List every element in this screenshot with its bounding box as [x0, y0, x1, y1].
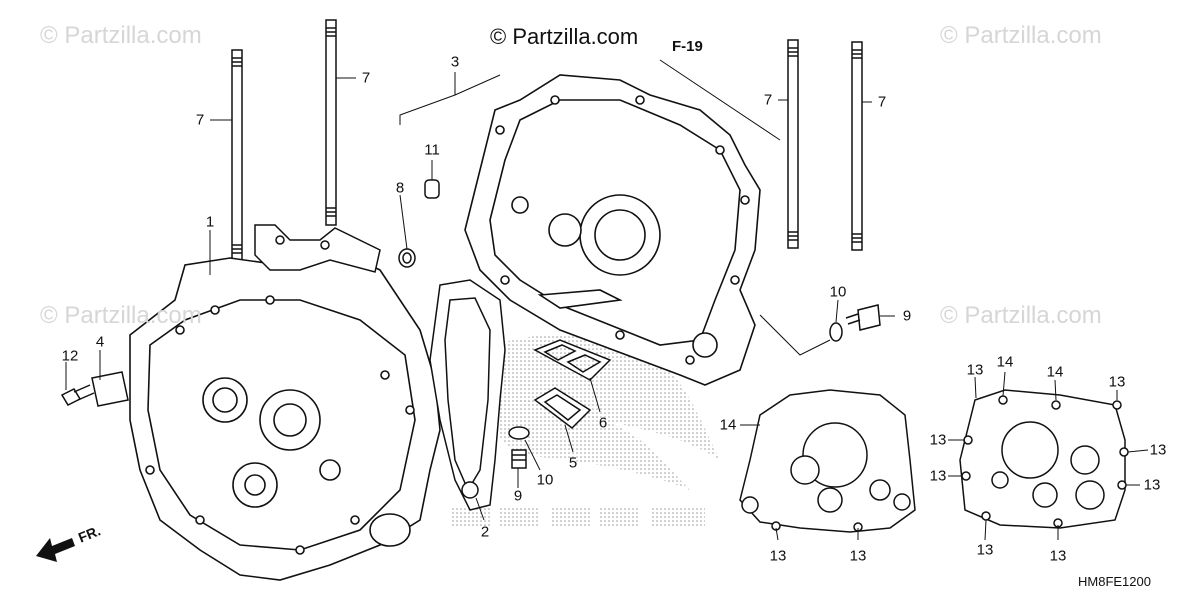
callout-14-a: 14 — [719, 416, 737, 434]
callout-13-c: 13 — [966, 361, 984, 379]
callout-11: 11 — [424, 141, 440, 159]
watermark-top-right: © Partzilla.com — [940, 22, 1102, 49]
callout-2: 2 — [480, 523, 490, 541]
watermark-top-left: © Partzilla.com — [40, 22, 202, 49]
oil-seal-8 — [398, 248, 416, 268]
callout-7-d: 7 — [877, 93, 887, 111]
leader-lines — [65, 59, 1149, 541]
crankcase-view-left — [739, 389, 916, 533]
callout-3: 3 — [450, 53, 460, 71]
dowel-pin-11 — [424, 179, 440, 199]
callout-14-b: 14 — [996, 353, 1014, 371]
callout-7-b: 7 — [361, 69, 371, 87]
callout-12: 12 — [61, 347, 79, 365]
left-crankcase — [129, 247, 441, 581]
callout-9-a: 9 — [902, 307, 912, 325]
callout-1: 1 — [205, 213, 215, 231]
watermark-mid-left: © Partzilla.com — [40, 302, 202, 329]
washer-10-lower — [508, 426, 530, 440]
stud-bolt-left-2 — [325, 19, 337, 226]
honda-letters-watermark — [450, 508, 705, 528]
stud-bolt-right-1 — [787, 39, 799, 249]
callout-13-i: 13 — [976, 541, 994, 559]
stud-bolt-right-2 — [851, 41, 863, 251]
washer-10-upper — [829, 322, 843, 342]
callout-13-b: 13 — [849, 547, 867, 565]
callout-13-a: 13 — [769, 547, 787, 565]
callout-4: 4 — [95, 333, 105, 351]
reference-page-f19: F-19 — [672, 38, 703, 55]
drain-bolt-9-lower — [511, 449, 527, 469]
callout-13-f: 13 — [929, 467, 947, 485]
watermark-main: © Partzilla.com — [490, 24, 639, 49]
watermark-mid-right: © Partzilla.com — [940, 302, 1102, 329]
drain-bolt-9-upper — [845, 304, 881, 331]
callout-13-g: 13 — [1149, 441, 1167, 459]
stud-bolt-left-1 — [231, 49, 243, 261]
callout-7-a: 7 — [195, 111, 205, 129]
callout-13-e: 13 — [929, 431, 947, 449]
callout-10-a: 10 — [829, 283, 847, 301]
callout-8: 8 — [395, 179, 405, 197]
callout-10-b: 10 — [536, 471, 554, 489]
right-crankcase — [464, 74, 761, 386]
callout-13-h: 13 — [1143, 476, 1161, 494]
callout-6: 6 — [598, 414, 608, 432]
diagram-code: HM8FE1200 — [1078, 574, 1151, 589]
crankcase-plate — [254, 224, 381, 273]
callout-9-b: 9 — [513, 487, 523, 505]
bolt-12 — [60, 384, 95, 406]
crankcase-gasket — [429, 279, 506, 511]
callout-7-c: 7 — [763, 91, 773, 109]
callout-13-j: 13 — [1049, 547, 1067, 565]
callout-5: 5 — [568, 454, 578, 472]
callout-14-c: 14 — [1046, 363, 1064, 381]
front-arrow-icon — [36, 538, 75, 562]
plate-4 — [91, 371, 129, 407]
reed-valve-6 — [533, 339, 612, 381]
callout-13-d: 13 — [1108, 373, 1126, 391]
reed-valve-5 — [533, 387, 592, 429]
crankcase-view-right — [959, 389, 1129, 529]
